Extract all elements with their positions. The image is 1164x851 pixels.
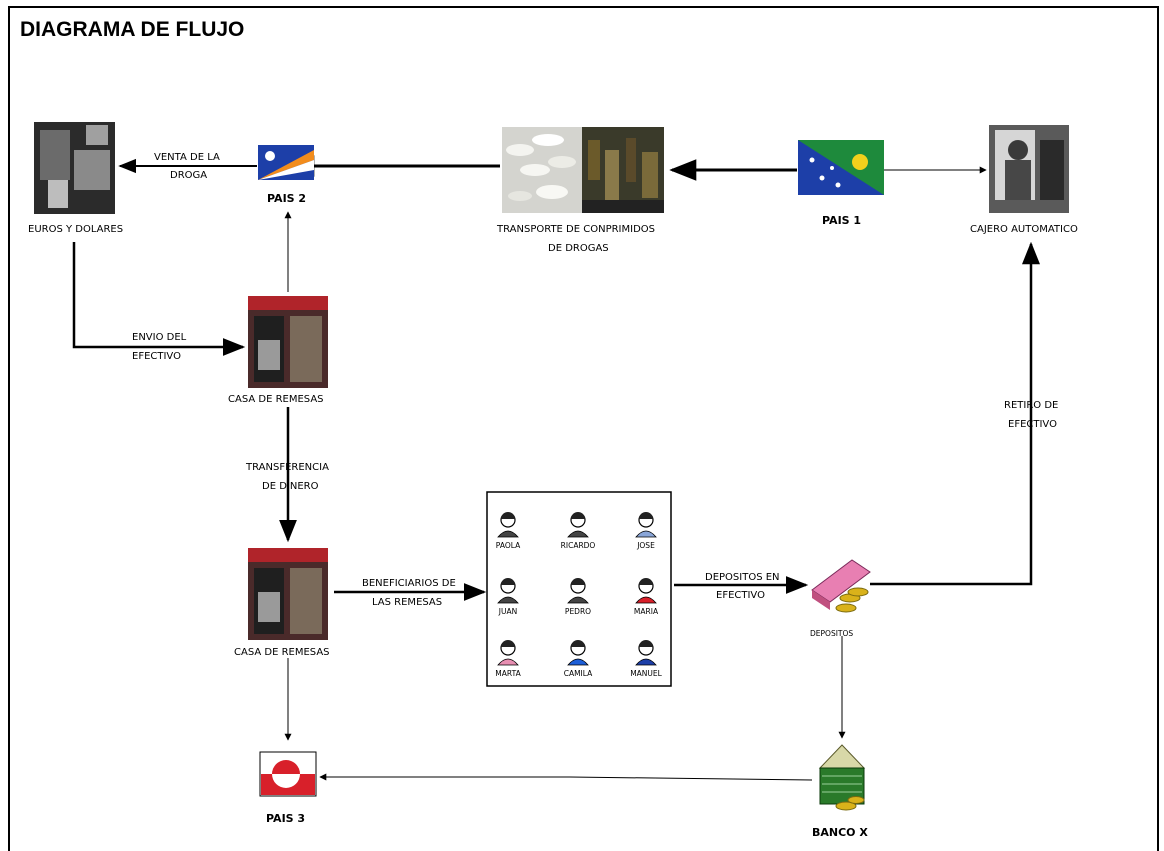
banco-x-icon: [818, 744, 866, 811]
beneficiarios-grid: PAOLA RICARDO JOSE JUAN PEDRO MARIA MARTA CAMIL…: [495, 512, 663, 678]
label-casa-remesas-2: CASA DE REMESAS: [234, 647, 330, 658]
page-title: DIAGRAMA DE FLUJO: [20, 18, 245, 41]
diagram-frame: [8, 6, 1159, 851]
person-hair-icon: [639, 578, 653, 585]
casa-remesas-1-image: [248, 296, 328, 388]
beneficiario-name: MARIA: [634, 607, 659, 616]
person-body-icon: [497, 658, 519, 666]
label-venta-1: VENTA DE LA: [154, 152, 220, 163]
label-depos-2: EFECTIVO: [716, 590, 765, 601]
person-body-icon: [497, 530, 519, 538]
label-envio-1: ENVIO DEL: [132, 332, 187, 343]
beneficiario-item: JUAN: [497, 578, 519, 616]
flow-arrows: [72, 155, 1040, 781]
beneficiario-name: RICARDO: [561, 541, 596, 550]
beneficiario-name: PEDRO: [565, 607, 591, 616]
person-hair-icon: [501, 512, 515, 519]
beneficiario-item: CAMILA: [564, 640, 593, 678]
transporte-crowd-image: [582, 127, 664, 213]
person-hair-icon: [571, 578, 585, 585]
pais3-flag-icon: [259, 751, 317, 797]
beneficiario-item: PEDRO: [565, 578, 591, 616]
beneficiario-item: PAOLA: [496, 512, 521, 550]
label-retiro-1: RETIRO DE: [1004, 400, 1058, 411]
edge-labels: VENTA DE LA DROGA ENVIO DEL EFECTIVO TRA…: [132, 152, 1058, 608]
arrow-euros-to-casa1: [72, 242, 246, 356]
beneficiario-item: MANUEL: [630, 640, 663, 678]
beneficiario-name: MARTA: [495, 669, 521, 678]
person-body-icon: [635, 596, 657, 604]
label-transporte-1: TRANSPORTE DE CONPRIMIDOS: [496, 224, 655, 235]
label-envio-2: EFECTIVO: [132, 351, 181, 362]
label-euros-dolares: EUROS Y DOLARES: [28, 224, 123, 235]
label-banco-x: BANCO X: [812, 826, 868, 839]
label-casa-remesas-1: CASA DE REMESAS: [228, 394, 324, 405]
pais1-flag-icon: [798, 140, 884, 195]
label-transporte-2: DE DROGAS: [548, 243, 609, 254]
beneficiario-name: MANUEL: [630, 669, 662, 678]
beneficiario-item: RICARDO: [561, 512, 596, 550]
person-hair-icon: [639, 640, 653, 647]
person-body-icon: [497, 596, 519, 604]
person-hair-icon: [571, 640, 585, 647]
label-cajero: CAJERO AUTOMATICO: [970, 224, 1078, 235]
person-hair-icon: [501, 578, 515, 585]
label-pais2: PAIS 2: [267, 192, 306, 205]
label-venta-2: DROGA: [170, 170, 207, 181]
beneficiario-name: JOSE: [636, 541, 655, 550]
arrow-depositos-to-cajero: [870, 241, 1040, 586]
euros-dolares-image: [34, 122, 115, 214]
label-retiro-2: EFECTIVO: [1008, 419, 1057, 430]
person-body-icon: [567, 658, 589, 666]
person-body-icon: [635, 658, 657, 666]
depositos-icon: [811, 559, 871, 613]
person-hair-icon: [571, 512, 585, 519]
person-body-icon: [567, 596, 589, 604]
beneficiario-name: JUAN: [498, 607, 517, 616]
beneficiario-name: PAOLA: [496, 541, 521, 550]
label-depositos-icon: DEPOSITOS: [810, 629, 853, 638]
person-hair-icon: [501, 640, 515, 647]
label-benef-2: LAS REMESAS: [372, 597, 442, 608]
label-transf-2: DE DINERO: [262, 481, 319, 492]
person-body-icon: [567, 530, 589, 538]
pais2-flag-icon: [258, 145, 314, 180]
person-hair-icon: [639, 512, 653, 519]
label-depos-1: DEPOSITOS EN: [705, 572, 780, 583]
label-pais1: PAIS 1: [822, 214, 861, 227]
label-pais3: PAIS 3: [266, 812, 305, 825]
beneficiario-item: MARIA: [634, 578, 659, 616]
beneficiario-item: MARTA: [495, 640, 522, 678]
person-body-icon: [635, 530, 657, 538]
arrow-banco-to-pais3: [319, 773, 813, 781]
label-transf-1: TRANSFERENCIA: [245, 462, 329, 473]
label-benef-1: BENEFICIARIOS DE: [362, 578, 456, 589]
beneficiario-name: CAMILA: [564, 669, 593, 678]
node-labels: EUROS Y DOLARES PAIS 2 TRANSPORTE DE CON…: [28, 192, 1078, 839]
cajero-image: [989, 125, 1069, 213]
casa-remesas-2-image: [248, 548, 328, 640]
comprimidos-image: [502, 127, 582, 213]
beneficiario-item: JOSE: [635, 512, 657, 550]
